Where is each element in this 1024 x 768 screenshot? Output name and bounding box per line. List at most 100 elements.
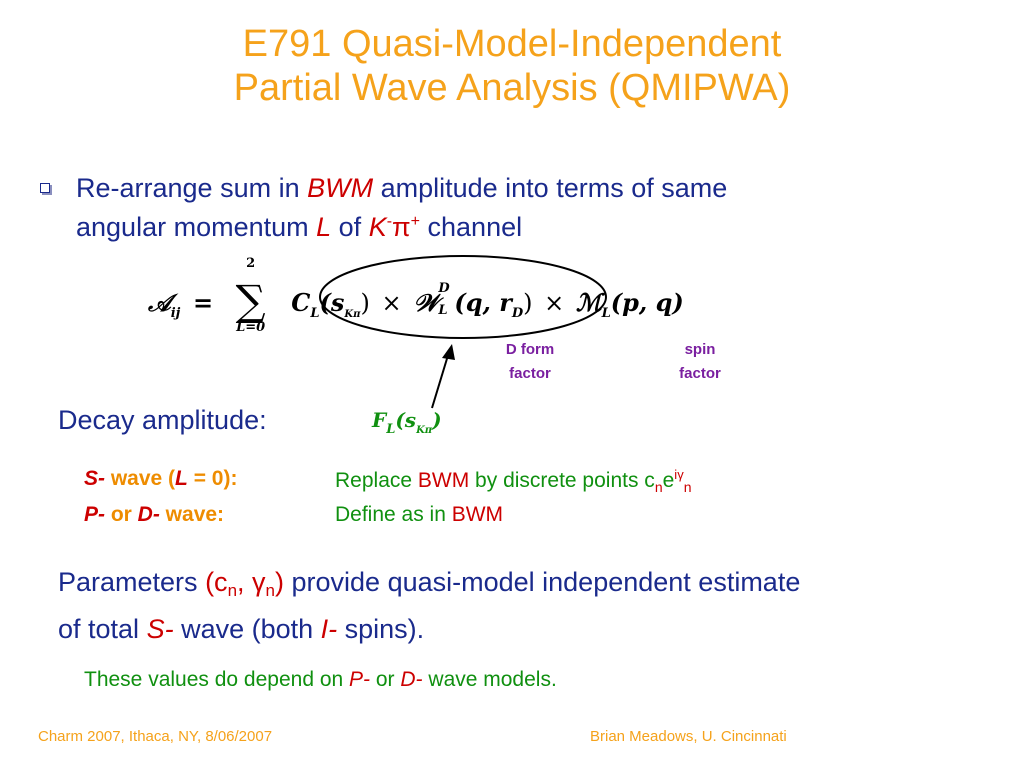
params-part: of total	[58, 614, 147, 644]
s-wave-symbol: S-	[146, 614, 174, 644]
w-argument: (q, r	[454, 288, 512, 317]
summation: 2 ∑ L=0	[226, 256, 276, 335]
l-symbol: L	[316, 212, 332, 242]
n-subscript: n	[654, 479, 663, 495]
e-symbol: e	[662, 469, 675, 492]
bullet-text-part: of	[331, 212, 369, 242]
bullet-square-icon	[40, 183, 50, 193]
label-line: spin	[684, 341, 716, 358]
n-subscript: n	[683, 479, 692, 495]
note-part: or	[370, 668, 401, 691]
pointer-arrow	[431, 351, 450, 409]
amplitude-subscript: ij	[170, 306, 181, 321]
equals-sign: =	[192, 288, 214, 317]
m-argument: (p, q)	[610, 288, 684, 317]
model-dependence-note: These values do depend on P- or D- wave …	[84, 668, 557, 692]
arrowhead-icon	[442, 344, 455, 360]
s-wave-eq: = 0):	[187, 467, 238, 490]
k-symbol: K	[368, 212, 387, 242]
note-part: wave models.	[422, 668, 557, 691]
w-argument-subscript: D	[511, 306, 524, 321]
decay-amplitude-label: Decay amplitude:	[58, 405, 267, 435]
pd-wave-text: wave:	[159, 503, 225, 526]
bullet-text-part: channel	[420, 212, 523, 242]
title-line-2: Partial Wave Analysis (QMIPWA)	[233, 67, 791, 109]
i-superscript: i	[674, 467, 678, 482]
c-argument-subscript: Kπ	[344, 309, 361, 320]
bullet-text-part: angular momentum	[76, 212, 317, 242]
highlight-ellipse	[319, 255, 607, 339]
s-wave-heading: S- wave (L = 0):	[84, 467, 237, 491]
params-comma: ,	[237, 567, 253, 597]
footer-conference: Charm 2007, Ithaca, NY, 8/06/2007	[38, 728, 273, 745]
k-charge: -	[386, 213, 393, 230]
times-sign: ×	[381, 289, 402, 317]
s-wave-text: wave (	[105, 467, 176, 490]
label-line: factor	[679, 365, 721, 382]
s-wave-desc-part: by discrete points c	[469, 469, 655, 492]
pd-or: or	[105, 503, 138, 526]
pd-wave-heading: P- or D- wave:	[84, 503, 224, 527]
d-form-factor-label: D form factor	[480, 338, 580, 386]
title-line-1: E791 Quasi-Model-Independent	[242, 23, 782, 65]
bwm-term: BWM	[307, 173, 374, 203]
parameters-text: Parameters (cn, γn) provide quasi-model …	[58, 563, 1008, 648]
w-term: 𝒲	[413, 288, 439, 317]
pd-desc-part: Define as in	[335, 503, 452, 526]
i-spin-symbol: I-	[320, 614, 338, 644]
params-c: (c	[205, 567, 228, 597]
params-part: Parameters	[58, 567, 206, 597]
gamma-superscript: γ	[677, 467, 684, 482]
c-subscript: L	[310, 306, 320, 321]
bullet-text-part: Re-arrange sum in	[76, 173, 308, 203]
params-part: wave (both	[173, 614, 321, 644]
times-sign: ×	[544, 289, 565, 317]
w-close: )	[523, 289, 533, 317]
note-part: These values do depend on	[84, 668, 350, 691]
sigma-icon: ∑	[235, 276, 266, 325]
n-subscript: n	[265, 581, 276, 600]
gamma-symbol: γ	[252, 567, 266, 597]
bwm-term: BWM	[417, 469, 470, 492]
p-wave-symbol: P-	[84, 503, 105, 526]
s-wave-desc-part: Replace	[335, 469, 418, 492]
n-subscript: n	[227, 581, 238, 600]
s-wave-description: Replace BWM by discrete points cneiγn	[335, 467, 691, 495]
d-wave-symbol: D-	[400, 668, 423, 691]
m-subscript: L	[601, 306, 611, 321]
s-wave-symbol: S-	[84, 467, 105, 490]
params-part: spins).	[337, 614, 425, 644]
slide-title: E791 Quasi-Model-Independent Partial Wav…	[0, 22, 1024, 110]
w-subscript: L	[438, 303, 448, 318]
params-part: provide quasi-model independent estimate	[284, 567, 801, 597]
sum-lower-limit: L=0	[236, 320, 266, 335]
f-close: )	[432, 408, 442, 432]
l-symbol: L	[175, 467, 188, 490]
c-close: )	[360, 289, 370, 317]
d-wave-symbol: D-	[137, 503, 160, 526]
label-line: D form	[505, 341, 555, 358]
c-term: C	[291, 288, 311, 317]
footer-author: Brian Meadows, U. Cincinnati	[590, 728, 787, 745]
decay-amplitude-formula: FL(sKπ)	[372, 408, 442, 437]
sum-upper-limit: 2	[246, 256, 256, 271]
p-wave-symbol: P-	[349, 668, 371, 691]
pd-wave-description: Define as in BWM	[335, 503, 503, 527]
f-term: F	[372, 408, 387, 432]
bwm-term: BWM	[451, 503, 504, 526]
f-argument-subscript: Kπ	[416, 425, 433, 436]
bullet-text-part: amplitude into terms of same	[373, 173, 728, 203]
params-close: )	[275, 567, 285, 597]
pi-symbol: π	[392, 212, 411, 242]
f-subscript: L	[386, 422, 396, 437]
w-superscript: D	[438, 281, 450, 296]
bullet-text: Re-arrange sum in BWM amplitude into ter…	[76, 171, 976, 244]
pi-charge: +	[410, 213, 421, 230]
c-argument: (s	[319, 288, 345, 317]
label-line: factor	[509, 365, 551, 382]
spin-factor-label: spin factor	[652, 338, 748, 386]
amplitude-symbol: 𝒜	[148, 288, 171, 317]
f-argument: (s	[395, 408, 417, 432]
